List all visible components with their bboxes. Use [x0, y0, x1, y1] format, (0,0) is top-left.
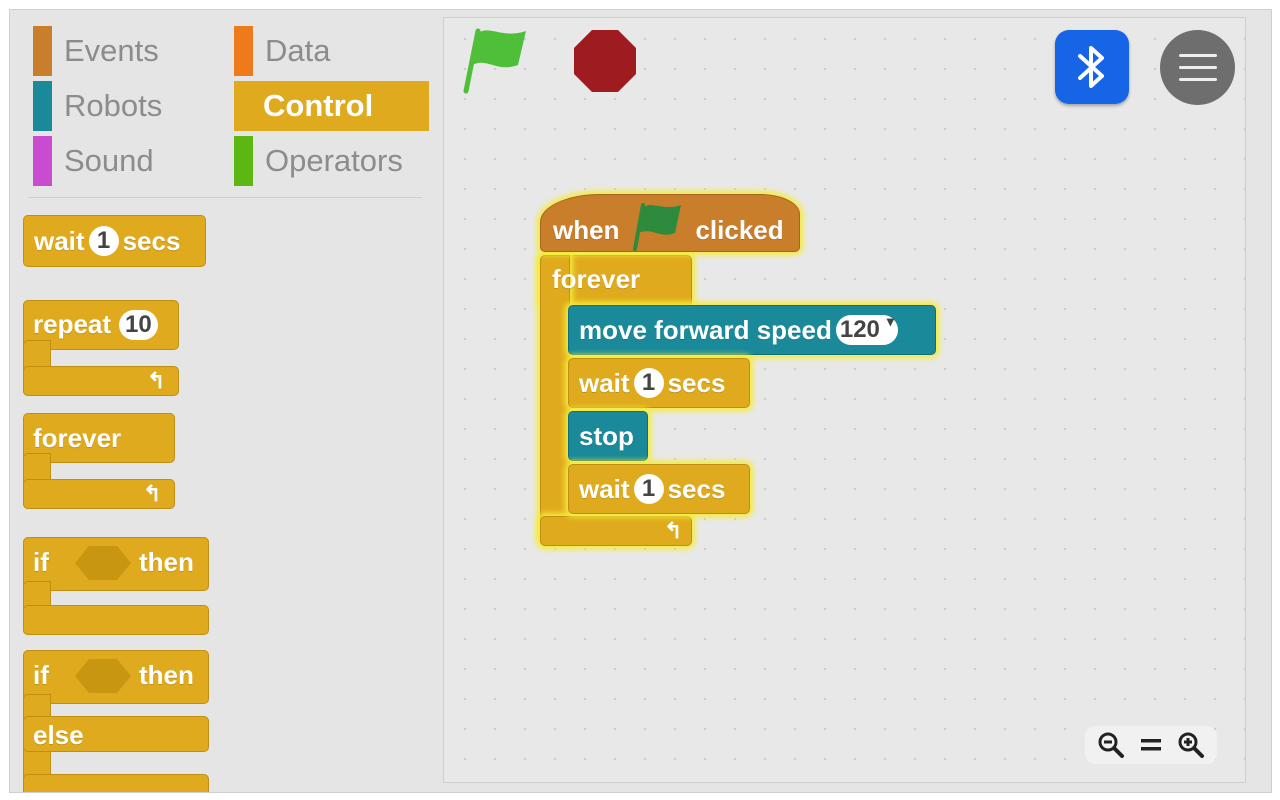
- c-block-bottom: [23, 366, 179, 396]
- category-events[interactable]: Events: [33, 26, 159, 76]
- block-label: then: [139, 547, 194, 577]
- app-window: Events Data Robots Control Sound Operato…: [9, 9, 1272, 793]
- block-label: if: [33, 660, 49, 690]
- category-swatch: [234, 136, 253, 186]
- stop-block[interactable]: stop: [568, 411, 648, 461]
- when-flag-clicked-block[interactable]: when clicked: [540, 194, 800, 252]
- block-label: secs: [667, 473, 726, 504]
- hamburger-menu-icon[interactable]: [1160, 30, 1235, 105]
- category-swatch: [234, 81, 263, 131]
- condition-slot[interactable]: [75, 546, 131, 580]
- palette-repeat-block[interactable]: repeat 10 ↰: [23, 300, 179, 396]
- category-operators[interactable]: Operators: [234, 136, 403, 186]
- category-swatch: [234, 26, 253, 76]
- speed-dropdown[interactable]: 120 ▾: [835, 313, 898, 345]
- green-flag-icon[interactable]: [456, 23, 532, 95]
- chevron-down-icon: ▾: [886, 313, 894, 329]
- palette-blocks: wait 1 secs repeat 10 ↰ forever: [10, 200, 443, 792]
- palette-forever-block[interactable]: forever ↰: [23, 413, 175, 509]
- zoom-out-icon[interactable]: [1094, 728, 1128, 762]
- block-label: secs: [667, 367, 726, 398]
- block-label: secs: [122, 225, 181, 256]
- stop-octagon-icon[interactable]: [572, 28, 638, 94]
- block-label: then: [139, 660, 194, 690]
- c-block-arm: [540, 255, 570, 543]
- category-robots[interactable]: Robots: [33, 81, 162, 131]
- block-label: stop: [579, 420, 634, 451]
- wait-block[interactable]: wait 1 secs: [568, 464, 750, 514]
- block-palette: Events Data Robots Control Sound Operato…: [10, 10, 443, 792]
- category-control[interactable]: Control: [234, 81, 429, 131]
- palette-wait-block[interactable]: wait 1 secs: [23, 215, 206, 267]
- condition-slot[interactable]: [75, 659, 131, 693]
- category-divider: [28, 197, 422, 198]
- loop-arrow-icon: ↰: [143, 481, 162, 506]
- block-label: wait: [579, 367, 630, 398]
- category-label: Control: [263, 88, 374, 123]
- category-swatch: [33, 136, 52, 186]
- category-label: Events: [64, 33, 159, 68]
- zoom-in-icon[interactable]: [1174, 728, 1208, 762]
- category-data[interactable]: Data: [234, 26, 330, 76]
- zoom-controls: [1085, 726, 1217, 764]
- block-number-input[interactable]: 1: [633, 474, 664, 504]
- block-label: else: [33, 720, 84, 750]
- block-label: repeat: [33, 309, 112, 339]
- loop-arrow-icon: ↰: [664, 518, 683, 543]
- block-label: clicked: [695, 214, 784, 245]
- menu-line: [1178, 54, 1217, 57]
- block-label: when: [553, 214, 620, 245]
- green-flag-icon: [623, 199, 691, 258]
- menu-line: [1178, 78, 1217, 81]
- speed-value: 120: [839, 316, 880, 343]
- block-number-input[interactable]: 1: [88, 226, 119, 256]
- bluetooth-icon[interactable]: [1055, 30, 1129, 104]
- category-label: Data: [265, 33, 331, 68]
- c-block-bottom: [540, 516, 692, 546]
- block-label-row: repeat 10: [33, 309, 158, 340]
- block-number-input[interactable]: 1: [633, 368, 664, 398]
- menu-line: [1178, 66, 1217, 69]
- loop-arrow-icon: ↰: [147, 368, 166, 393]
- zoom-reset-icon[interactable]: [1134, 728, 1168, 762]
- category-sound[interactable]: Sound: [33, 136, 154, 186]
- block-number-input[interactable]: 10: [119, 309, 158, 340]
- category-label: Operators: [265, 143, 403, 178]
- palette-if-else-block[interactable]: if then else: [23, 650, 209, 792]
- block-label: if: [33, 547, 49, 577]
- wait-block[interactable]: wait 1 secs: [568, 358, 750, 408]
- category-label: Robots: [64, 88, 163, 123]
- c-block-bottom: [23, 479, 175, 509]
- category-swatch: [33, 26, 52, 76]
- category-label: Sound: [64, 143, 154, 178]
- c-block-middle: [23, 716, 209, 752]
- c-block-bottom: [23, 605, 209, 635]
- c-block-bottom: [23, 774, 209, 792]
- forever-label: forever: [552, 264, 641, 294]
- block-label: wait: [579, 473, 630, 504]
- script-area[interactable]: forever ↰ when clicked move forward spee…: [443, 17, 1246, 783]
- block-label: forever: [33, 423, 122, 453]
- block-label: move forward speed: [579, 314, 832, 345]
- block-label: wait: [34, 225, 85, 256]
- category-swatch: [33, 81, 52, 131]
- move-forward-speed-block[interactable]: move forward speed 120 ▾: [568, 305, 936, 355]
- palette-if-then-block[interactable]: if then: [23, 537, 209, 635]
